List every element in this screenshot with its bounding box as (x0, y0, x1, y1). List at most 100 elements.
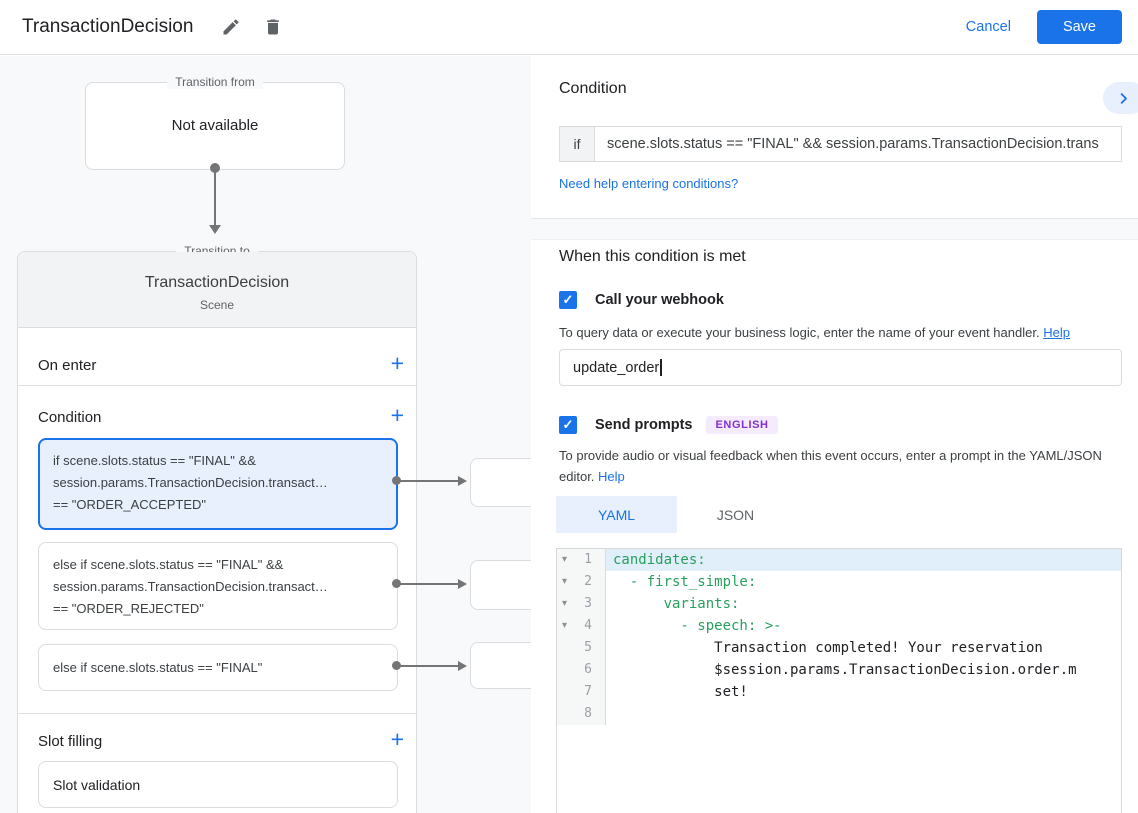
transition-target-box[interactable] (470, 458, 531, 507)
transition-from-content: Not available (171, 117, 259, 134)
condition-text: session.params.TransactionDecision.trans… (53, 579, 328, 594)
cancel-button[interactable]: Cancel (965, 19, 1011, 35)
code-text[interactable]: set! (613, 684, 748, 700)
editor-line: 6 $session.params.TransactionDecision.or… (557, 659, 1121, 681)
slot-validation-label: Slot validation (53, 776, 141, 793)
connector-dot (392, 661, 401, 670)
transition-target-box[interactable] (470, 642, 531, 689)
transition-to-box: Transition to TransactionDecision Scene … (17, 244, 417, 813)
line-number: 1 (584, 552, 592, 567)
scene-card-header[interactable]: TransactionDecision Scene (18, 252, 416, 328)
save-button[interactable]: Save (1036, 10, 1122, 44)
prompts-description-text: To provide audio or visual feedback when… (559, 448, 1102, 484)
webhook-label: Call your webhook (595, 292, 724, 308)
connector-line (397, 583, 458, 585)
condition-expression-input[interactable]: scene.slots.status == "FINAL" && session… (595, 126, 1122, 162)
top-bar-left: TransactionDecision (22, 13, 287, 41)
condition-text: else if scene.slots.status == "FINAL" && (53, 557, 284, 572)
divider (18, 713, 416, 714)
tab-yaml[interactable]: YAML (556, 496, 677, 533)
prompts-description: To provide audio or visual feedback when… (559, 445, 1115, 487)
webhook-handler-value: update_order (573, 359, 660, 376)
editor-line: ▾ 1 candidates: (557, 549, 1121, 571)
code-text[interactable]: - speech: >- (613, 618, 782, 634)
condition-text: == "ORDER_ACCEPTED" (53, 497, 206, 512)
divider (18, 385, 416, 386)
trash-icon (267, 19, 280, 35)
editor-line: 5 Transaction completed! Your reservatio… (557, 637, 1121, 659)
code-text[interactable]: variants: (613, 596, 740, 612)
connector-line (214, 171, 216, 225)
webhook-handler-input[interactable]: update_order (559, 349, 1122, 386)
editor-line: 7 set! (557, 681, 1121, 703)
code-text[interactable]: candidates: (606, 549, 1121, 571)
fold-spacer (557, 659, 574, 681)
delete-scene-button[interactable] (259, 13, 287, 41)
fold-toggle-icon[interactable]: ▾ (562, 598, 568, 609)
webhook-description: To query data or execute your business l… (559, 322, 1115, 343)
editor-line: ▾4 - speech: >- (557, 615, 1121, 637)
prompts-help-link[interactable]: Help (598, 469, 625, 484)
code-text[interactable]: Transaction completed! Your reservation (613, 640, 1043, 656)
condition-section-label: Condition (38, 409, 102, 426)
add-condition-button[interactable]: + (390, 402, 404, 428)
condition-help-link[interactable]: Need help entering conditions? (559, 176, 739, 191)
connector-line (397, 480, 458, 482)
scene-diagram-panel: Transition from Not available Transition… (0, 56, 531, 813)
editor-format-tabs: YAML JSON (556, 496, 794, 533)
line-number: 6 (584, 662, 592, 677)
add-slot-button[interactable]: + (390, 726, 404, 752)
tab-json[interactable]: JSON (716, 506, 755, 523)
prompts-checkbox-row: ✓ Send prompts ENGLISH (559, 416, 778, 434)
edit-title-button[interactable] (217, 13, 245, 41)
add-on-enter-button[interactable]: + (390, 350, 404, 376)
condition-editor-panel: Condition if scene.slots.status == "FINA… (531, 56, 1138, 813)
condition-text: if scene.slots.status == "FINAL" && (53, 453, 256, 468)
code-text[interactable]: $session.params.TransactionDecision.orde… (613, 662, 1077, 678)
fold-toggle-icon[interactable]: ▾ (562, 576, 568, 587)
slot-filling-label: Slot filling (38, 733, 103, 750)
on-enter-label: On enter (38, 357, 97, 374)
expand-panel-button[interactable] (1103, 82, 1138, 114)
code-text[interactable]: - first_simple: (613, 574, 757, 590)
fold-spacer (557, 637, 574, 659)
webhook-help-link[interactable]: Help (1043, 325, 1070, 340)
chevron-right-icon (1120, 92, 1127, 104)
prompts-checkbox[interactable]: ✓ (559, 416, 577, 434)
arrow-down-icon (209, 225, 221, 234)
webhook-checkbox-row: ✓ Call your webhook (559, 291, 724, 309)
check-icon: ✓ (562, 417, 574, 432)
fold-toggle-icon[interactable]: ▾ (562, 620, 568, 631)
text-cursor (660, 359, 662, 376)
condition-card-accepted[interactable]: if scene.slots.status == "FINAL" && sess… (38, 438, 398, 530)
top-bar: TransactionDecision Cancel Save (0, 0, 1138, 55)
fold-toggle-icon[interactable]: ▾ (562, 554, 568, 565)
condition-text: else if scene.slots.status == "FINAL" (53, 659, 263, 675)
condition-card-rejected[interactable]: else if scene.slots.status == "FINAL" &&… (38, 542, 398, 630)
line-number: 3 (584, 596, 592, 611)
webhook-checkbox[interactable]: ✓ (559, 291, 577, 309)
transition-target-box[interactable] (470, 560, 531, 610)
editor-line: ▾ 2 - first_simple: (557, 571, 1121, 593)
condition-expression-row: if scene.slots.status == "FINAL" && sess… (559, 126, 1122, 162)
yaml-code-editor[interactable]: ▾ 1 candidates: ▾ 2 - first_simple: ▾ 3 var… (556, 548, 1122, 813)
page-title: TransactionDecision (22, 16, 194, 37)
line-number: 2 (584, 574, 592, 589)
slot-validation-card[interactable]: Slot validation (38, 761, 398, 808)
editor-line: 8 (557, 703, 1121, 725)
connector-dot (392, 579, 401, 588)
arrow-right-icon (458, 476, 467, 486)
fold-spacer (557, 681, 574, 703)
check-icon: ✓ (562, 292, 574, 307)
if-prefix-label: if (559, 126, 595, 162)
condition-card-final[interactable]: else if scene.slots.status == "FINAL" (38, 644, 398, 691)
condition-heading: Condition (559, 80, 627, 97)
line-number: 5 (584, 640, 592, 655)
transition-from-legend: Transition from (167, 75, 263, 89)
scene-name: TransactionDecision (144, 274, 290, 291)
section-separator (531, 218, 1138, 240)
connector-line (397, 665, 458, 667)
code-text[interactable] (606, 703, 1121, 725)
connector-dot (392, 476, 401, 485)
